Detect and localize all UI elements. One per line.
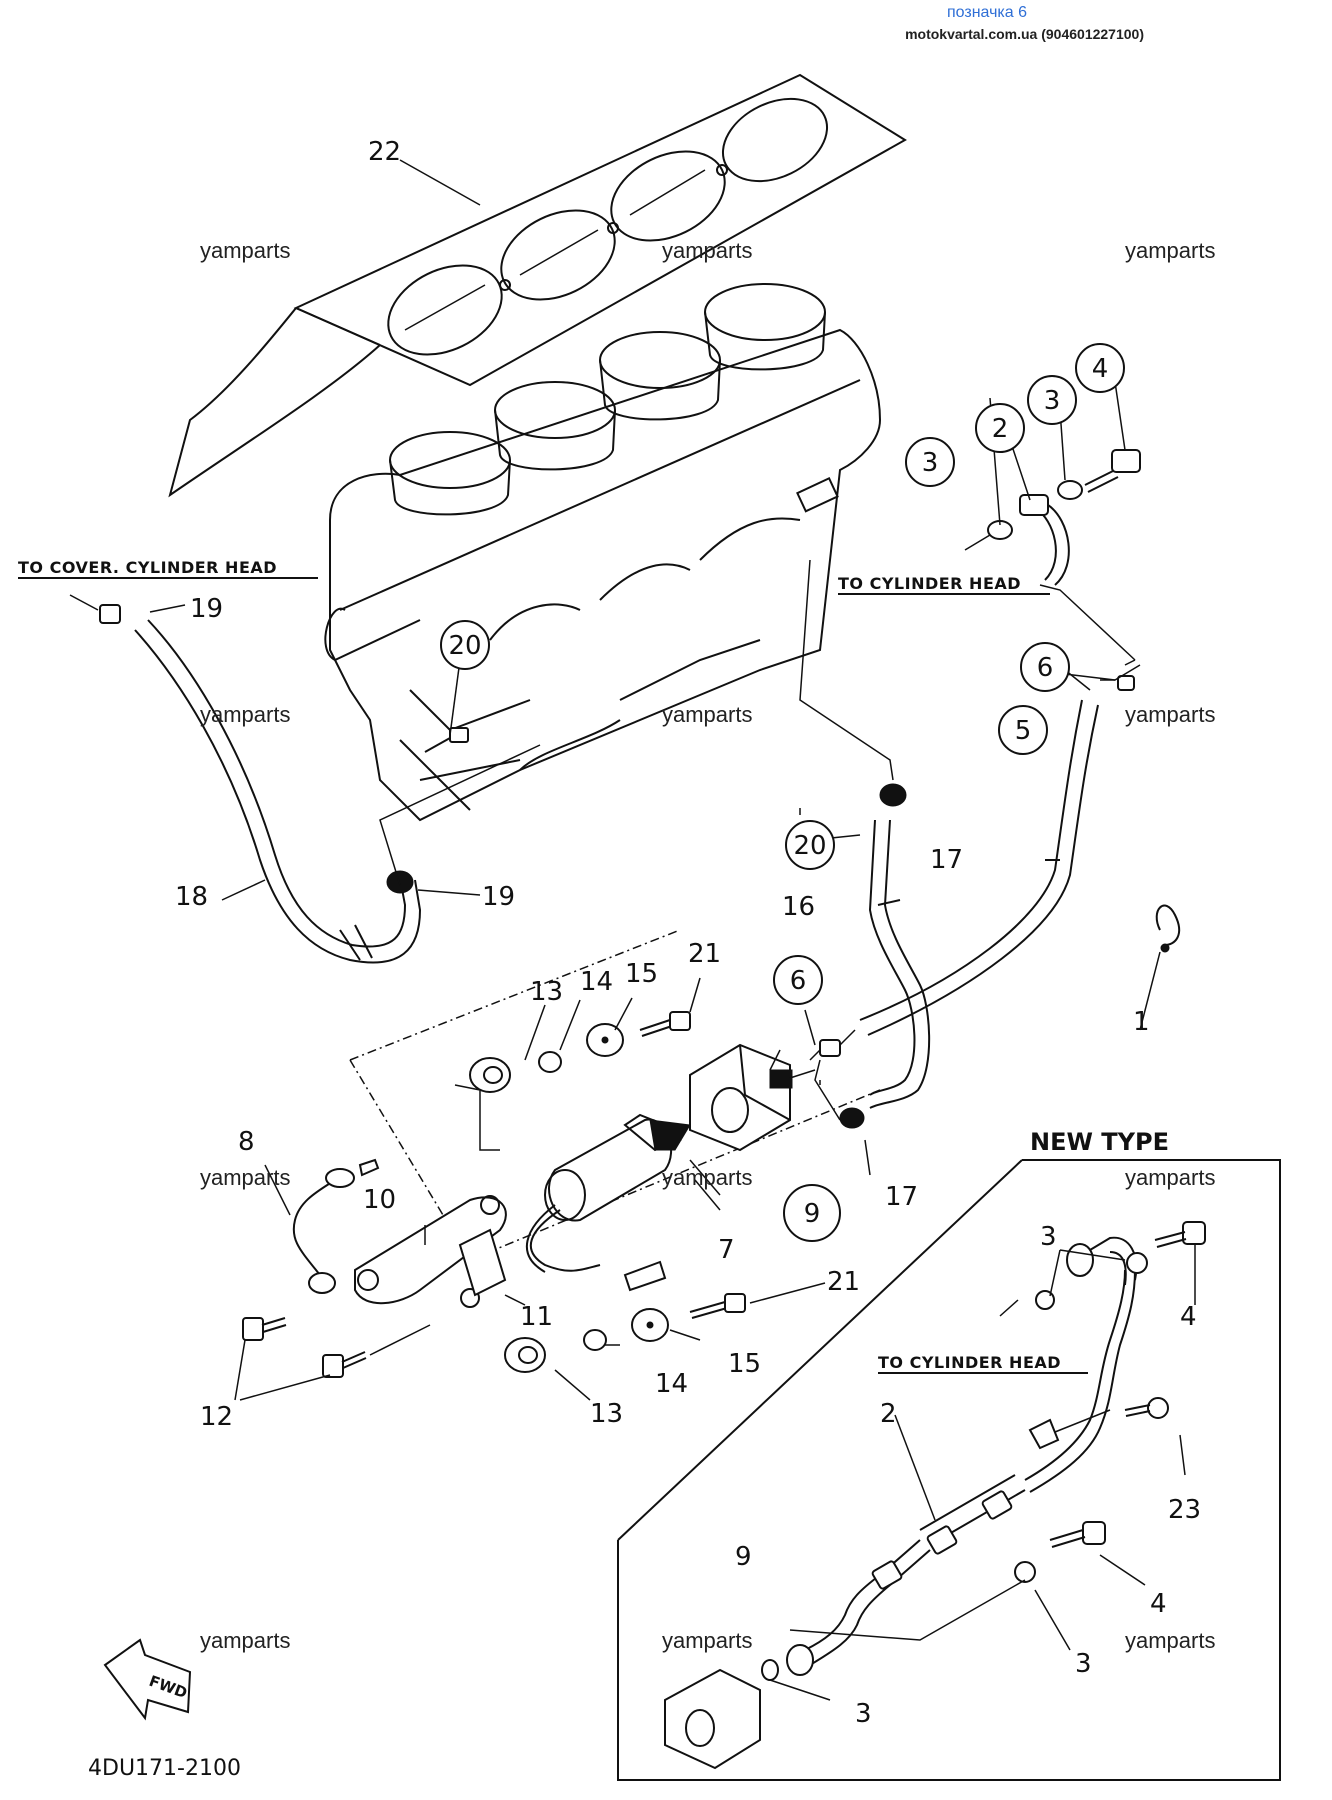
callout-14-b: 14 (655, 1369, 688, 1399)
watermark: yamparts (1125, 702, 1215, 727)
leader-lines (149, 159, 1126, 1401)
callout-10: 10 (363, 1185, 396, 1215)
header-source: motokvartal.com.ua (904601227100) (905, 26, 1144, 42)
hose-18 (69, 594, 541, 964)
watermark: yamparts (662, 1628, 752, 1653)
callout-9-new: 9 (735, 1542, 752, 1572)
circled-callouts: 4 3 2 3 20 6 5 20 6 9 (440, 343, 1125, 1242)
plain-callouts: 22 19 18 19 17 16 1 13 14 15 21 17 8 10 … (175, 137, 1201, 1729)
callout-8: 8 (238, 1127, 255, 1157)
callout-1: 1 (1133, 1007, 1150, 1037)
callout-21-b: 21 (827, 1267, 860, 1297)
watermark: yamparts (1125, 1165, 1215, 1190)
clip-1 (1139, 904, 1181, 1031)
delivery-pipe-old (964, 449, 1141, 666)
callout-17-a: 17 (930, 845, 963, 875)
watermark: yamparts (200, 1165, 290, 1190)
callout-6-b: 6 (790, 966, 807, 996)
callout-3-new-b: 3 (1075, 1649, 1092, 1679)
callout-4-new-b: 4 (1150, 1589, 1167, 1619)
fuel-hoses (799, 559, 1141, 1129)
callout-19-b: 19 (482, 882, 515, 912)
callout-11: 11 (520, 1302, 553, 1332)
diagram-code: 4DU171-2100 (88, 1756, 241, 1781)
caption-to-cylinder-head-top: TO CYLINDER HEAD (838, 574, 1021, 593)
callout-21-a: 21 (688, 939, 721, 969)
callout-23: 23 (1168, 1495, 1201, 1525)
caption-new-type: NEW TYPE (1030, 1128, 1169, 1156)
callout-3-new-a: 3 (1040, 1222, 1057, 1252)
callout-6-a: 6 (1037, 653, 1054, 683)
watermark: yamparts (662, 238, 752, 263)
new-type-inset (617, 1159, 1281, 1781)
watermark: yamparts (662, 1165, 752, 1190)
callout-3-top-a: 3 (922, 448, 939, 478)
carburetor-assembly (324, 283, 882, 822)
fuel-pump-area (234, 929, 881, 1401)
watermark: yamparts (200, 702, 290, 727)
callout-3-new-c: 3 (855, 1699, 872, 1729)
callout-9: 9 (804, 1199, 821, 1229)
fwd-arrow: FWD (103, 1638, 192, 1721)
callout-2-top: 2 (992, 414, 1009, 444)
callout-15-b: 15 (728, 1349, 761, 1379)
callout-16: 16 (782, 892, 815, 922)
watermark: yamparts (1125, 238, 1215, 263)
callout-13-b: 13 (590, 1399, 623, 1429)
callout-18: 18 (175, 882, 208, 912)
callout-22: 22 (368, 137, 401, 167)
watermark: yamparts (200, 1628, 290, 1653)
cylinder-head-cover (168, 73, 907, 498)
caption-to-cover-cylinder-head: TO COVER. CYLINDER HEAD (18, 558, 277, 577)
callout-2-new: 2 (880, 1399, 897, 1429)
callout-14-a: 14 (580, 967, 613, 997)
callout-4-new-a: 4 (1180, 1302, 1197, 1332)
callout-5: 5 (1015, 716, 1032, 746)
callout-17-b: 17 (885, 1182, 918, 1212)
callout-20-a: 20 (448, 631, 481, 661)
callout-15-a: 15 (625, 959, 658, 989)
callout-4-top: 4 (1092, 354, 1109, 384)
watermark: yamparts (200, 238, 290, 263)
callout-12: 12 (200, 1402, 233, 1432)
callout-20-b: 20 (793, 831, 826, 861)
watermarks: yamparts yamparts yamparts yamparts yamp… (200, 238, 1215, 1653)
callout-19-a: 19 (190, 594, 223, 624)
callout-3-top-b: 3 (1044, 386, 1061, 416)
watermark: yamparts (662, 702, 752, 727)
header-title: позначка 6 (946, 4, 1027, 21)
watermark: yamparts (1125, 1628, 1215, 1653)
caption-to-cylinder-head-new: TO CYLINDER HEAD (878, 1353, 1061, 1372)
callout-13-a: 13 (530, 977, 563, 1007)
callout-7: 7 (718, 1235, 735, 1265)
